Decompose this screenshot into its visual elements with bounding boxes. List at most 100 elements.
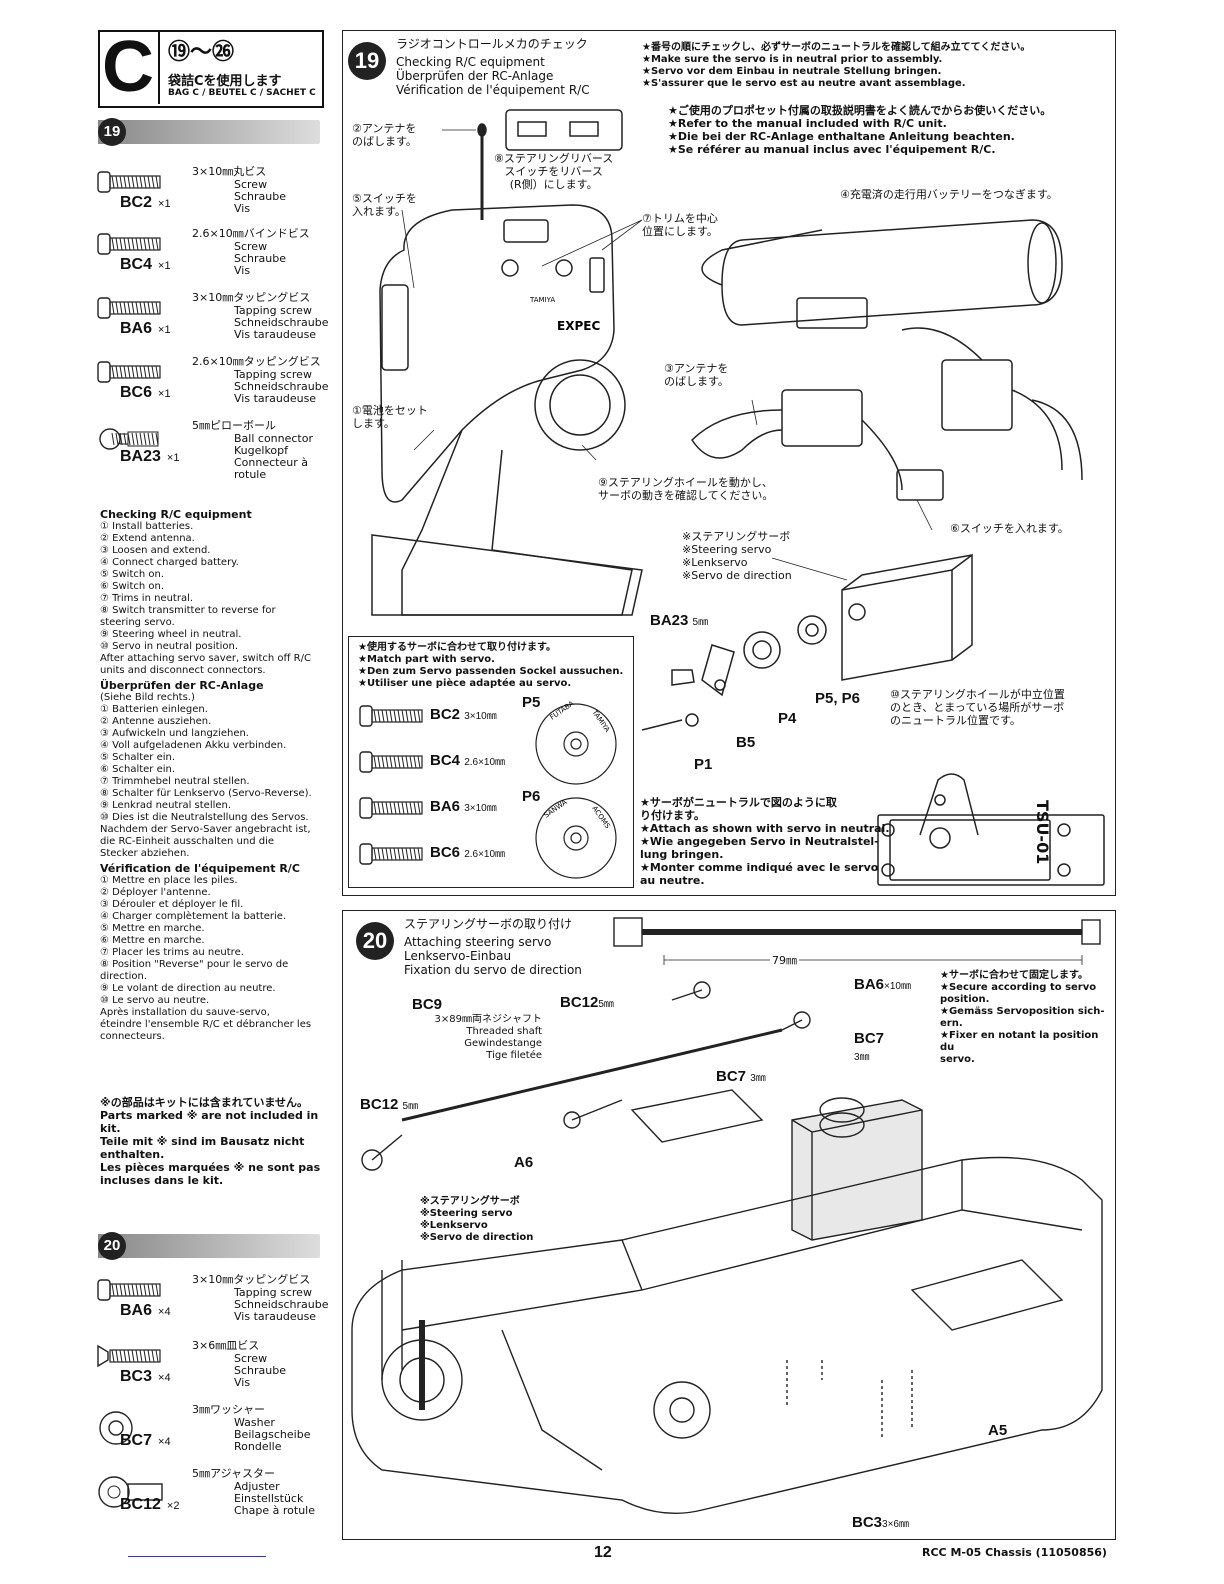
text-line: ★Fixer en notant la position du bbox=[940, 1030, 1099, 1053]
text-line: Gewindestange bbox=[464, 1038, 542, 1049]
inset-screw-code: BC6 2.6×10㎜ bbox=[430, 844, 506, 861]
text-line: ★サーボに合わせて固定します。 bbox=[940, 970, 1088, 981]
step19-attach-note: ★サーボがニュートラルで図のように取り付けます。★Attach as shown… bbox=[640, 796, 890, 887]
part-size: 3㎜ワッシャー bbox=[192, 1403, 265, 1416]
callout-7-trim: ⑦トリムを中心 位置にします。 bbox=[642, 212, 718, 238]
ba23-label: BA23 5㎜ bbox=[650, 612, 709, 629]
step20-side-badge: 20 bbox=[98, 1232, 126, 1260]
text-line: ★S'assurer que le servo est au neutre av… bbox=[642, 78, 966, 89]
text-line: steering servo. bbox=[100, 617, 175, 628]
checking-fr-list: ① Mettre en place les piles.② Déployer l… bbox=[100, 875, 332, 1043]
text-line: Les pièces marquées ※ ne sont pas bbox=[100, 1161, 321, 1174]
checking-de-title: Überprüfen der RC-Anlage bbox=[100, 679, 264, 692]
text-line: ★Se référer au manual inclus avec l'équi… bbox=[668, 143, 996, 156]
text-line: ★Wie angegeben Servo in Neutralstel- bbox=[640, 835, 879, 848]
step20-title-fr: Fixation du servo de direction bbox=[404, 963, 582, 977]
text-line: ※Lenkservo bbox=[420, 1220, 488, 1231]
part-desc-en: Adjuster bbox=[234, 1480, 280, 1493]
part-ba23: BA23×1 5㎜ピローボール Ball connector Kugelkopf… bbox=[96, 420, 332, 481]
bc3-part-icon bbox=[96, 1344, 166, 1368]
text-line: ★Attach as shown with servo in neutral. bbox=[640, 822, 890, 835]
step20-servo-label: ※ステアリングサーボ※Steering servo※Lenkservo※Serv… bbox=[420, 1196, 533, 1244]
text-line: position. bbox=[940, 994, 990, 1005]
text-line: ⑦ Placer les trims au neutre. bbox=[100, 947, 244, 958]
text-line: ★サーボがニュートラルで図のように取 bbox=[640, 796, 837, 809]
text-line: ⑨ Steering wheel in neutral. bbox=[100, 629, 242, 640]
part-bc2: BC2×1 3×10㎜丸ビス Screw Schraube Vis bbox=[96, 166, 332, 222]
bc4-part-icon bbox=[96, 232, 166, 256]
step19-title-de: Überprüfen der RC-Anlage bbox=[396, 69, 554, 83]
text-line: ★ご使用のプロポセット付属の取扱説明書をよく読んでからお使いください。 bbox=[668, 104, 1052, 117]
text-line: ※Steering servo bbox=[420, 1208, 513, 1219]
part-size: 3×6㎜皿ビス bbox=[192, 1339, 260, 1352]
bag-title-jp: 袋詰Cを使用します bbox=[168, 74, 282, 89]
p4-label: P4 bbox=[778, 710, 797, 727]
bc9-label: BC9 bbox=[412, 996, 443, 1013]
step19-neutral-notes: ★番号の順にチェックし、必ずサーボのニュートラルを確認して組み立ててください。 ★… bbox=[642, 42, 1102, 90]
text-line: ★Secure according to servo bbox=[940, 982, 1097, 993]
text-line: ★番号の順にチェックし、必ずサーボのニュートラルを確認して組み立ててください。 bbox=[642, 42, 1031, 53]
bc3-step20-label: BC33×6㎜ bbox=[852, 1514, 909, 1531]
ba6-step20-label: BA6×10㎜ bbox=[854, 976, 911, 993]
shaft-length-dim: 79㎜ bbox=[770, 952, 799, 968]
p6-brand-sanwa: SANWA bbox=[543, 798, 569, 820]
bag-title-multi: BAG C / BEUTEL C / SACHET C bbox=[168, 88, 316, 98]
checking-fr-title: Vérification de l'équipement R/C bbox=[100, 862, 300, 875]
text-line: ⑩ Dies ist die Neutralstellung des Servo… bbox=[100, 812, 309, 823]
step20-diagram bbox=[351, 917, 1103, 1514]
part-desc-de: Einstellstück bbox=[234, 1492, 304, 1505]
p5-p6-discs: FUTABA TAMIYA SANWA ACOMS bbox=[535, 699, 617, 879]
part-ba6: BA6×4 3×10㎜タッピングビス Tapping screw Schneid… bbox=[96, 1274, 332, 1330]
text-line: ② Déployer l'antenne. bbox=[100, 887, 211, 898]
bc2-part-icon bbox=[96, 170, 166, 194]
part-code: BA6×1 bbox=[120, 320, 171, 337]
ba6-part-icon bbox=[96, 1278, 166, 1302]
text-line: ⑦ Trimmhebel neutral stellen. bbox=[100, 776, 250, 787]
part-desc-en: Screw bbox=[234, 1352, 268, 1365]
part-code: BC3×4 bbox=[120, 1368, 171, 1385]
text-line: ④ Charger complètement la batterie. bbox=[100, 911, 287, 922]
part-ba6: BA6×1 3×10㎜タッピングビス Tapping screw Schneid… bbox=[96, 292, 332, 348]
text-line: ★使用するサーボに合わせて取り付けます。 bbox=[358, 642, 556, 653]
part-desc-en: Tapping screw bbox=[234, 304, 312, 317]
callout-4-battery: ④充電済の走行用バッテリーをつなぎます。 bbox=[840, 188, 1058, 201]
text-line: ⑧ Schalter für Lenkservo (Servo-Reverse)… bbox=[100, 788, 312, 799]
text-line: ③ Aufwickeln und langziehen. bbox=[100, 728, 249, 739]
part-size: 3×10㎜タッピングビス bbox=[192, 291, 311, 304]
step20-title-de: Lenkservo-Einbau bbox=[404, 949, 512, 963]
bc7-part-icon bbox=[96, 1408, 136, 1448]
bc7-left-label: BC7 3㎜ bbox=[716, 1068, 766, 1085]
bag-header bbox=[98, 30, 324, 108]
text-line: After attaching servo saver, switch off … bbox=[100, 653, 311, 664]
not-included-note: ※の部品はキットには含まれていません。Parts marked ※ are no… bbox=[100, 1096, 332, 1187]
part-desc-fr: Rondelle bbox=[234, 1440, 282, 1453]
inset-screw-code: BA6 3×10㎜ bbox=[430, 798, 497, 815]
part-desc-en: Washer bbox=[234, 1416, 275, 1429]
text-line: servo. bbox=[940, 1054, 975, 1065]
step20-frame bbox=[342, 910, 1116, 1540]
text-line: 3×89㎜両ネジシャフト bbox=[434, 1014, 542, 1025]
p1-label: P1 bbox=[694, 756, 713, 773]
inset-screw-icon bbox=[358, 796, 428, 824]
part-bc4: BC4×1 2.6×10㎜バインドビス Screw Schraube Vis bbox=[96, 228, 332, 284]
part-desc-en: Screw bbox=[234, 178, 268, 191]
text-line: ※ステアリングサーボ bbox=[682, 530, 791, 543]
text-line: ★Servo vor dem Einbau in neutrale Stellu… bbox=[642, 66, 942, 77]
part-size: 2.6×10㎜バインドビス bbox=[192, 227, 310, 240]
text-line: ⑦ Trims in neutral. bbox=[100, 593, 194, 604]
step19-frame bbox=[342, 30, 1116, 896]
part-bc12: BC12×2 5㎜アジャスター Adjuster Einstellstück C… bbox=[96, 1468, 332, 1524]
callout-1-batteries: ①電池をセット します。 bbox=[352, 404, 428, 430]
part-desc-de: Beilagscheibe bbox=[234, 1428, 311, 1441]
p5p6-label: P5, P6 bbox=[815, 690, 861, 707]
text-line: ※Lenkservo bbox=[682, 556, 748, 569]
text-line: ★Match part with servo. bbox=[358, 654, 495, 665]
part-size: 3×10㎜タッピングビス bbox=[192, 1273, 311, 1286]
text-line: ★Utiliser une pièce adaptée au servo. bbox=[358, 678, 572, 689]
text-line: (Siehe Bild rechts.) bbox=[100, 692, 195, 703]
callout-5-switch: ⑤スイッチを 入れます。 bbox=[352, 192, 417, 218]
step19-title-fr: Vérification de l'équipement R/C bbox=[396, 83, 590, 97]
part-code: BC7×4 bbox=[120, 1432, 171, 1449]
